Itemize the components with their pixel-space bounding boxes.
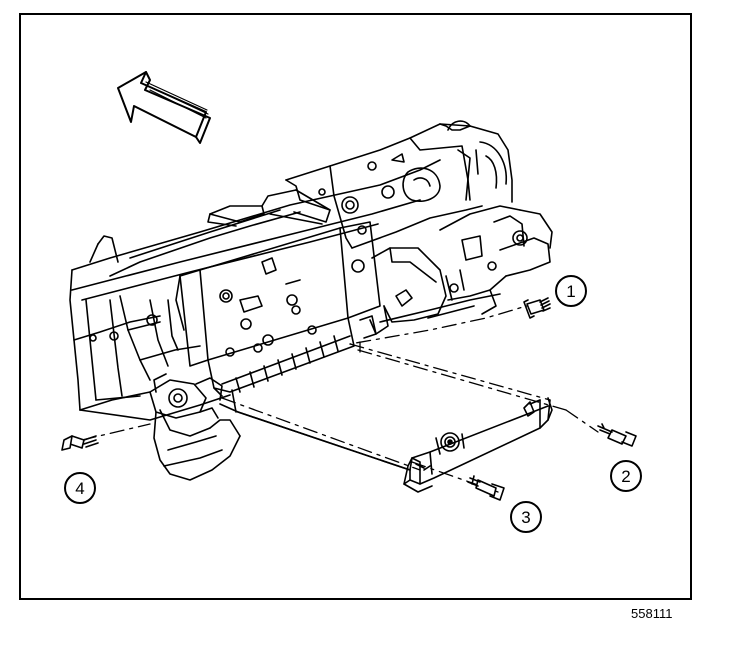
svg-text:1: 1 bbox=[566, 282, 575, 301]
screw-1-icon bbox=[523, 297, 551, 319]
callout-3: 3 bbox=[510, 501, 542, 533]
svg-text:2: 2 bbox=[621, 467, 630, 486]
figure-id-label: 558111 bbox=[631, 606, 673, 621]
screw-3-icon bbox=[467, 475, 505, 501]
callout-2: 2 bbox=[610, 460, 642, 492]
screw-4-icon bbox=[61, 435, 99, 451]
callout-1: 1 bbox=[555, 275, 587, 307]
svg-text:4: 4 bbox=[75, 479, 84, 498]
figure-frame bbox=[19, 13, 692, 600]
screw-2-icon bbox=[597, 423, 637, 447]
forward-arrow-icon bbox=[117, 71, 211, 144]
knee-bolster-reinforcement bbox=[219, 397, 553, 493]
upper-right-bracket bbox=[285, 120, 553, 315]
instrument-panel-carrier bbox=[69, 159, 441, 421]
side-support-bracket bbox=[359, 247, 501, 339]
svg-text:3: 3 bbox=[521, 508, 530, 527]
lower-left-bracket bbox=[149, 373, 241, 481]
assembly-guide-lines bbox=[81, 301, 599, 493]
callout-4: 4 bbox=[64, 472, 96, 504]
